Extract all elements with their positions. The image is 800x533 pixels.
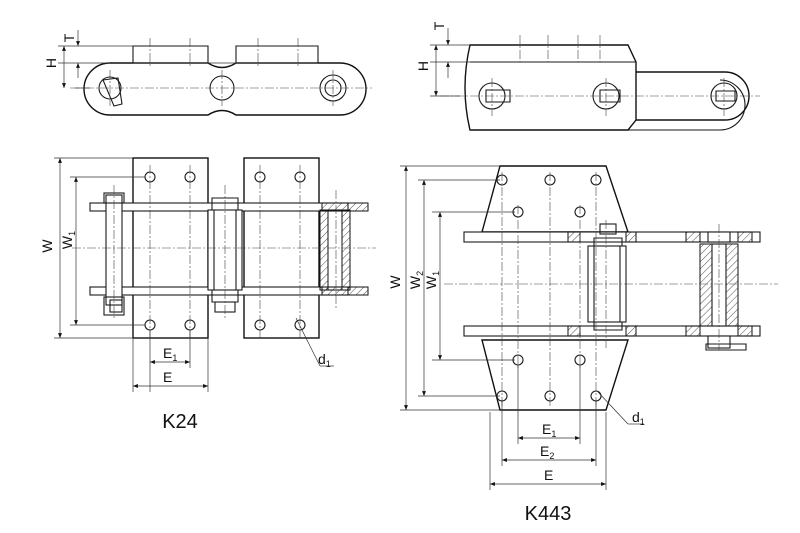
dim-E1-left: E1	[163, 345, 177, 363]
dim-W2-right: W2	[407, 271, 425, 289]
dim-T-right: T	[431, 21, 447, 30]
dim-d1-left: d1	[318, 351, 331, 369]
dim-E-left: E	[163, 369, 172, 385]
dim-W1-left: W1	[59, 231, 77, 249]
dim-W-left: W	[39, 239, 55, 253]
k24-side-view	[58, 30, 372, 116]
k443-top-view	[400, 165, 778, 490]
dim-E1-right: E1	[542, 421, 556, 439]
dim-W-right: W	[387, 275, 403, 289]
model-label-k24: K24	[162, 411, 198, 433]
dim-d1-right: d1	[632, 409, 645, 427]
dim-H-left: H	[43, 58, 59, 68]
dim-H-right: H	[415, 61, 431, 71]
k443-side-view	[430, 28, 760, 131]
model-label-k443: K443	[525, 503, 572, 525]
dim-T-left: T	[61, 33, 77, 42]
dim-E-right: E	[544, 467, 553, 483]
dim-W1-right: W1	[423, 271, 441, 289]
dim-E2-right: E2	[540, 443, 554, 461]
k24-top-view	[54, 157, 376, 392]
